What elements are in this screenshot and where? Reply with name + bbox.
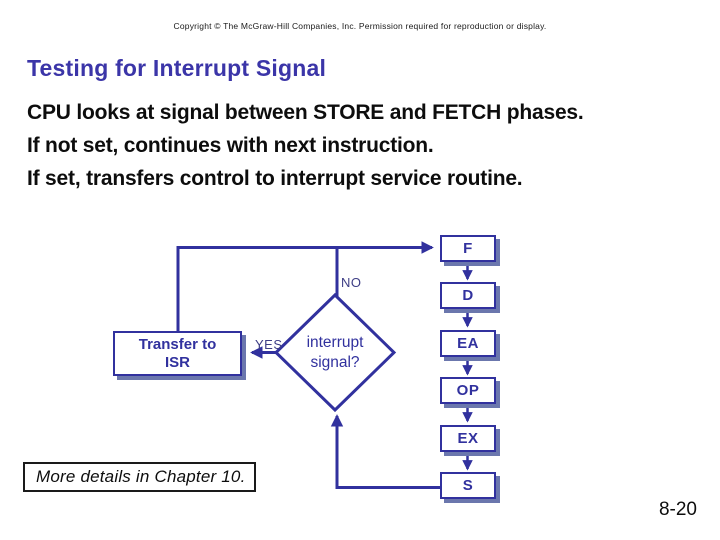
connector-store-to-decision	[330, 414, 440, 489]
body-line-1: CPU looks at signal between STORE and FE…	[27, 101, 584, 124]
transfer-box-line-2: ISR	[164, 353, 190, 371]
footnote-text: More details in Chapter 10.	[36, 467, 246, 486]
cycle-box-store: S	[440, 472, 496, 499]
decision-label-line-1: interrupt	[306, 334, 364, 351]
body-line-3: If set, transfers control to interrupt s…	[27, 167, 523, 190]
body-text: CPU looks at signal between STORE and FE…	[27, 96, 584, 195]
decision-label: interrupt signal?	[277, 333, 393, 372]
no-branch-label: NO	[341, 275, 362, 290]
cycle-box-operand: OP	[440, 377, 496, 404]
cycle-box-execute: EX	[440, 425, 496, 452]
footnote-box: More details in Chapter 10.	[23, 462, 256, 492]
yes-branch-label: YES	[255, 337, 283, 352]
page-number: 8-20	[658, 499, 697, 520]
connector-loop-to-fetch	[176, 241, 434, 331]
body-line-2: If not set, continues with next instruct…	[27, 134, 434, 157]
copyright-notice: Copyright © The McGraw-Hill Companies, I…	[173, 21, 547, 31]
decision-label-line-2: signal?	[310, 353, 360, 371]
cycle-box-decode: D	[440, 282, 496, 309]
transfer-box-line-1: Transfer to	[138, 335, 217, 353]
decision-diamond	[273, 292, 397, 413]
transfer-to-isr-box: Transfer to ISR	[113, 331, 242, 376]
cycle-box-effective-address: EA	[440, 330, 496, 357]
slide-title: Testing for Interrupt Signal	[27, 55, 327, 81]
cycle-box-fetch: F	[440, 235, 496, 262]
